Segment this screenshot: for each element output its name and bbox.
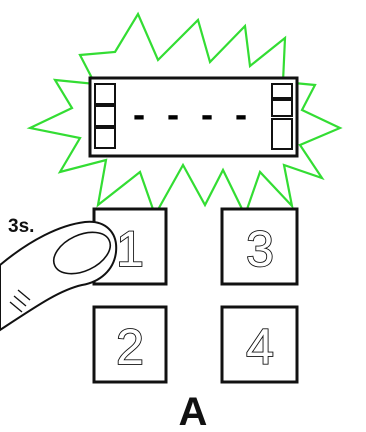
button-4[interactable]: 4 [222,307,297,382]
indicator-left-2 [95,106,115,126]
indicator-left-3 [95,128,115,148]
press-duration-label: 3s. [8,216,34,237]
button-3-digit: 3 [246,221,274,277]
button-1-digit: 1 [116,221,144,277]
lcd-display: ---- [90,78,297,156]
indicator-right-1 [272,84,292,98]
button-2[interactable]: 2 [94,307,166,382]
button-2-digit: 2 [116,319,144,375]
button-4-digit: 4 [246,319,274,375]
figure-caption: A [179,390,208,432]
indicator-right-3 [272,119,292,149]
button-3[interactable]: 3 [222,209,297,284]
indicator-left-1 [95,84,115,104]
indicator-right-2 [272,100,292,116]
